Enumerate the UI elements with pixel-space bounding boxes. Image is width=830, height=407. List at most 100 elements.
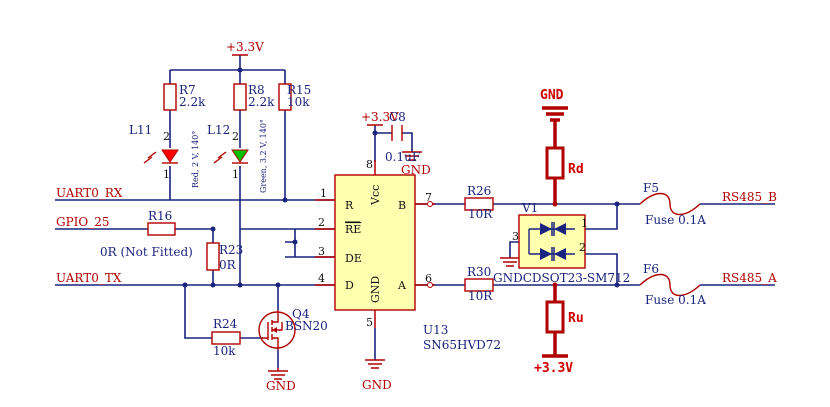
net-rs485-b[interactable]: RS485_B [722,190,777,204]
svg-text:2.2k: 2.2k [248,95,275,109]
tvs-v1[interactable]: V1 1 2 3 GNDCDSOT23-SM712 [493,201,630,285]
svg-text:R16: R16 [148,209,172,223]
resistor-r24[interactable]: R24 10k [211,317,241,358]
svg-text:F5: F5 [643,181,659,195]
led-l11[interactable]: L11 2 1 Red, 2 V, 140° [129,123,200,188]
capacitor-c8[interactable]: C8 0.1uF [385,110,420,164]
svg-text:0.1uF: 0.1uF [385,150,420,164]
svg-text:D: D [345,279,354,292]
svg-text:U13: U13 [423,323,448,337]
resistor-r26[interactable]: R26 10R [464,184,494,221]
gnd-cap-label: GND [401,163,431,177]
svg-text:B: B [398,199,406,212]
led-l12[interactable]: L12 2 1 Green, 3.2 V, 140° [207,119,268,193]
svg-text:GND: GND [369,276,382,303]
svg-text:A: A [397,279,407,292]
svg-text:3: 3 [512,230,519,243]
svg-text:Red, 2 V, 140°: Red, 2 V, 140° [191,131,200,188]
gnd-u13-label: GND [362,378,392,392]
svg-text:10R: 10R [468,207,493,221]
svg-text:R26: R26 [467,184,491,198]
power-3v3-cap-label: +3.3V [361,110,399,124]
svg-text:10k: 10k [287,95,310,109]
gnd-big-top: GND Rd [540,88,584,204]
svg-text:7: 7 [425,191,432,204]
svg-text:R8: R8 [248,83,265,97]
svg-text:R7: R7 [179,83,196,97]
svg-text:1: 1 [320,187,327,200]
ru-resistor-body [545,300,565,334]
net-uart0-tx[interactable]: UART0_TX [56,271,122,285]
svg-text:1: 1 [581,217,588,230]
power-3v3-cap: +3.3V [361,110,399,126]
svg-text:SN65HVD72: SN65HVD72 [423,338,501,352]
v33-big-label: +3.3V [534,361,573,376]
svg-text:2: 2 [232,130,239,143]
svg-text:BSN20: BSN20 [285,319,328,333]
svg-text:5: 5 [366,316,373,329]
power-3v3-top-label: +3.3V [226,40,264,54]
svg-text:Q4: Q4 [292,307,310,321]
svg-text:3: 3 [318,245,325,258]
svg-text:4: 4 [318,272,325,285]
svg-text:R23: R23 [219,243,243,257]
rd-junction [552,201,558,207]
gnd-cap-symbol: GND [401,151,431,177]
svg-text:DE: DE [345,252,362,265]
resistor-r30[interactable]: R30 10R [464,265,494,303]
gnd-q4-label: GND [266,379,296,393]
rd-resistor-body [545,146,565,180]
svg-text:2.2k: 2.2k [179,95,206,109]
svg-text:2: 2 [163,130,170,143]
svg-text:6: 6 [425,272,432,285]
svg-text:L11: L11 [129,123,152,137]
svg-text:C8: C8 [389,110,406,124]
ic-u13[interactable]: R RE DE D B A Vcc GND 1 2 3 4 5 6 7 8 U1… [315,158,501,352]
svg-text:Green, 3.2 V, 140°: Green, 3.2 V, 140° [259,119,268,193]
junction-dots [182,67,620,288]
svg-text:8: 8 [366,158,373,171]
svg-text:R24: R24 [213,317,238,331]
gnd-u13-symbol: GND [362,359,392,392]
svg-text:0R (Not Fitted): 0R (Not Fitted) [100,245,193,259]
gnd-v1-symbol [500,257,520,267]
svg-text:R15: R15 [287,83,311,97]
svg-text:V1: V1 [521,201,538,215]
u13-a-terminal [427,282,433,288]
svg-text:1: 1 [232,168,239,181]
fuse-f6[interactable]: F6 Fuse 0.1A [639,262,706,307]
net-gpio25[interactable]: GPIO_25 [56,215,110,229]
svg-text:10R: 10R [468,289,493,303]
ru-junction [552,282,558,288]
gnd-big-top-label: GND [540,88,564,103]
svg-text:Fuse 0.1A: Fuse 0.1A [645,293,706,307]
svg-text:L12: L12 [207,123,230,137]
net-rs485-a[interactable]: RS485_A [722,271,777,285]
svg-text:2: 2 [318,216,325,229]
resistor-r16[interactable]: R16 0R (Not Fitted) [100,209,193,259]
svg-text:GNDCDSOT23-SM712: GNDCDSOT23-SM712 [493,271,630,285]
resistor-r8[interactable]: R8 2.2k [233,83,275,111]
svg-text:0R: 0R [219,258,237,272]
net-uart0-rx[interactable]: UART0_RX [56,186,123,200]
rd-label: Rd [568,162,584,177]
svg-text:1: 1 [163,168,170,181]
gnd-q4-symbol: GND [266,368,296,393]
resistor-r7[interactable]: R7 2.2k [163,83,206,111]
fuse-f5[interactable]: F5 Fuse 0.1A [639,181,706,227]
svg-text:R: R [345,199,354,212]
svg-text:Fuse 0.1A: Fuse 0.1A [645,213,706,227]
v33-big-bottom: Ru +3.3V [534,285,584,376]
svg-text:F6: F6 [643,262,659,276]
svg-text:2: 2 [579,241,586,254]
resistor-r23[interactable]: R23 0R [206,242,243,272]
svg-text:Vcc: Vcc [369,185,382,206]
resistor-r15[interactable]: R15 10k [278,83,311,111]
u13-b-terminal [427,201,433,207]
svg-text:R30: R30 [467,265,491,279]
ru-label: Ru [568,311,584,326]
mosfet-q4[interactable]: Q4 BSN20 [258,307,328,350]
svg-text:RE: RE [345,223,361,236]
svg-text:10k: 10k [213,344,236,358]
